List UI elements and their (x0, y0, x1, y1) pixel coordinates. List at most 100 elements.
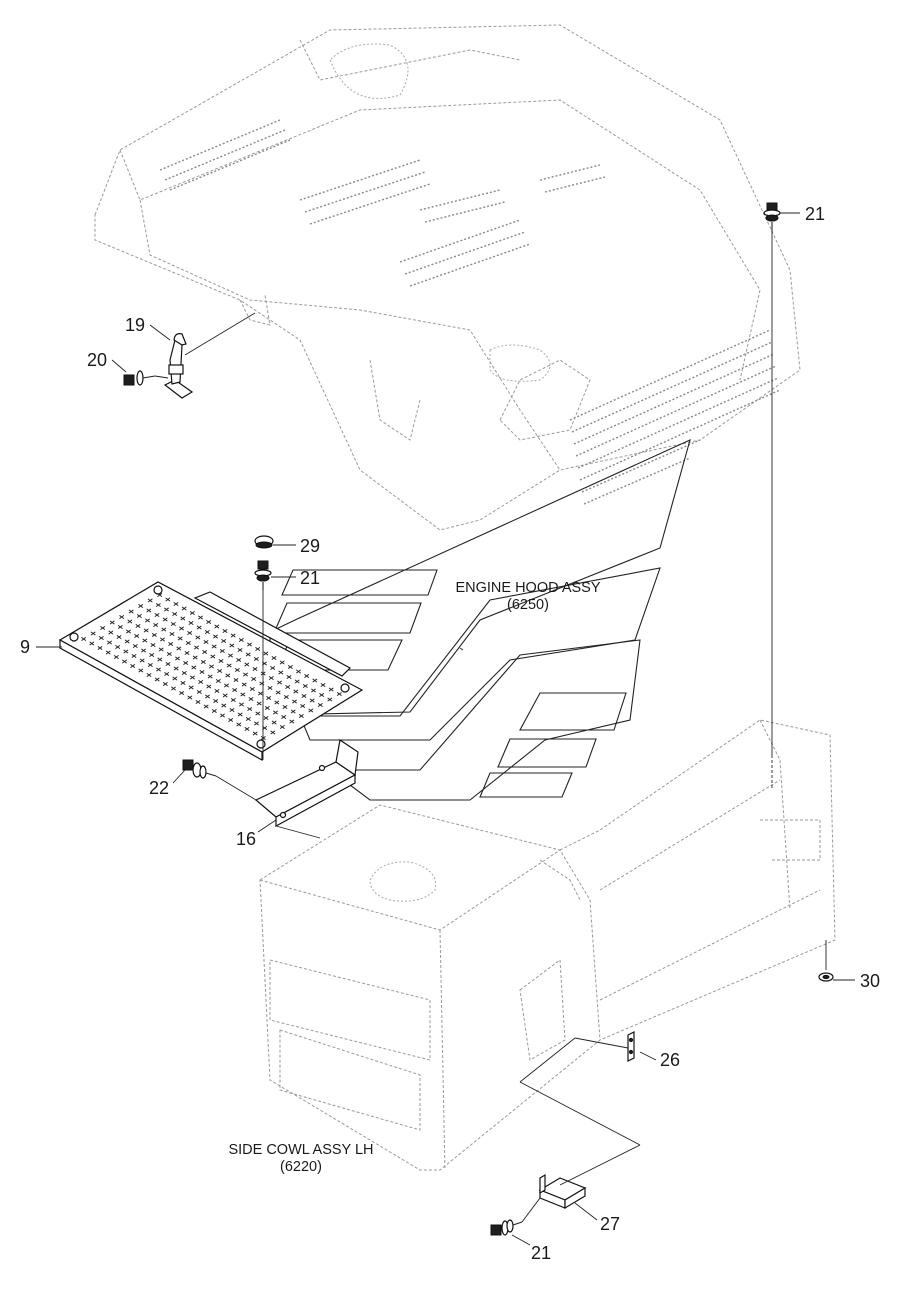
bolt-21-mid (254, 560, 272, 590)
callout-20: 20 (87, 350, 107, 370)
perforation-hole (195, 699, 201, 705)
perforation-hole (244, 662, 250, 667)
perforation-hole (211, 644, 217, 649)
perforation-hole (308, 708, 314, 713)
perforation-hole (172, 611, 178, 617)
perforation-hole (271, 720, 277, 725)
callout-16: 16 (236, 829, 256, 849)
perforation-hole (281, 714, 287, 720)
engine-hood-label: ENGINE HOOD ASSY (455, 580, 600, 596)
perforation-hole (245, 716, 251, 722)
perforation-hole (171, 686, 176, 691)
perforation-hole (123, 649, 129, 654)
perforation-hole (136, 613, 142, 619)
perforation-hole (214, 624, 220, 629)
perforation-hole (192, 655, 198, 660)
perforation-hole (195, 635, 201, 640)
perforation-hole (229, 643, 235, 648)
perforation-hole (228, 717, 234, 723)
perforation-hole (189, 610, 195, 616)
bolt-21-top (763, 202, 781, 232)
perforation-hole (168, 641, 174, 647)
perforation-hole (294, 679, 300, 684)
perforation-hole (327, 697, 333, 702)
perforation-hole (292, 699, 297, 704)
perforation-hole (170, 621, 176, 627)
perforation-hole (128, 609, 134, 614)
perforation-hole (131, 653, 137, 659)
perforation-hole (200, 659, 206, 665)
perforation-hole (214, 688, 220, 694)
perforation-hole (249, 686, 255, 692)
perforation-hole (124, 639, 130, 644)
bracket-16 (254, 738, 359, 828)
perforation-hole (161, 627, 167, 632)
perforation-hole (213, 634, 218, 639)
perforation-hole (173, 666, 179, 671)
perforation-hole (187, 695, 193, 700)
perforation-hole (263, 651, 269, 656)
perforation-hole (97, 645, 103, 651)
perforation-hole (287, 664, 293, 670)
perforation-hole (241, 682, 247, 687)
perforation-hole (253, 656, 259, 662)
engine-hood-code: (6250) (507, 597, 549, 613)
perforation-hole (317, 702, 323, 708)
perforation-hole (155, 602, 161, 608)
bolt-20 (123, 370, 156, 386)
perforation-hole (237, 712, 243, 717)
perforation-hole (177, 636, 183, 641)
perforation-hole (254, 721, 259, 726)
perforation-hole (117, 624, 123, 630)
perforation-hole (238, 637, 244, 643)
perforation-hole (185, 640, 191, 646)
perforation-hole (226, 663, 232, 668)
perforation-hole (221, 638, 227, 644)
perforation-hole (143, 628, 149, 633)
perforation-hole (108, 630, 114, 635)
perforation-hole (181, 606, 187, 611)
perforation-hole (236, 657, 242, 663)
perforation-hole (184, 650, 190, 656)
perforation-pattern (81, 592, 342, 741)
perforation-hole (301, 693, 307, 699)
perforation-hole (224, 683, 229, 688)
perforation-hole (271, 655, 277, 661)
perforation-hole (278, 670, 284, 675)
bracket-27 (538, 1173, 587, 1210)
perforation-hole (198, 679, 204, 685)
perforation-hole (162, 681, 168, 687)
perforation-hole (98, 635, 104, 641)
perforation-hole (190, 675, 195, 680)
perforation-hole (309, 698, 315, 703)
perforation-hole (191, 665, 197, 670)
perforation-hole (293, 689, 299, 694)
perforation-hole (273, 710, 278, 715)
perforation-hole (130, 663, 136, 669)
perforation-hole (134, 633, 140, 639)
perforation-hole (203, 639, 209, 645)
perforation-hole (164, 671, 170, 677)
perforation-hole (255, 646, 261, 652)
perforation-hole (176, 646, 182, 651)
perforation-hole (149, 652, 155, 658)
perforation-hole (206, 684, 212, 689)
perforation-hole (228, 653, 233, 658)
perforation-hole (138, 668, 144, 673)
perforation-hole (145, 618, 150, 623)
perforation-hole (183, 660, 189, 666)
perforation-hole (268, 675, 274, 681)
perforation-hole (270, 730, 276, 735)
perforation-hole (142, 638, 148, 643)
perforation-hole (255, 711, 261, 716)
perforation-hole (233, 677, 239, 683)
perforation-hole (196, 689, 202, 695)
perforation-hole (282, 704, 288, 710)
perforation-hole (196, 625, 202, 630)
perforation-hole (156, 667, 161, 672)
perforation-hole (89, 641, 95, 646)
perforation-hole (169, 631, 175, 637)
perforation-hole (138, 603, 144, 609)
perforation-hole (274, 700, 280, 705)
perforation-hole (283, 694, 289, 700)
